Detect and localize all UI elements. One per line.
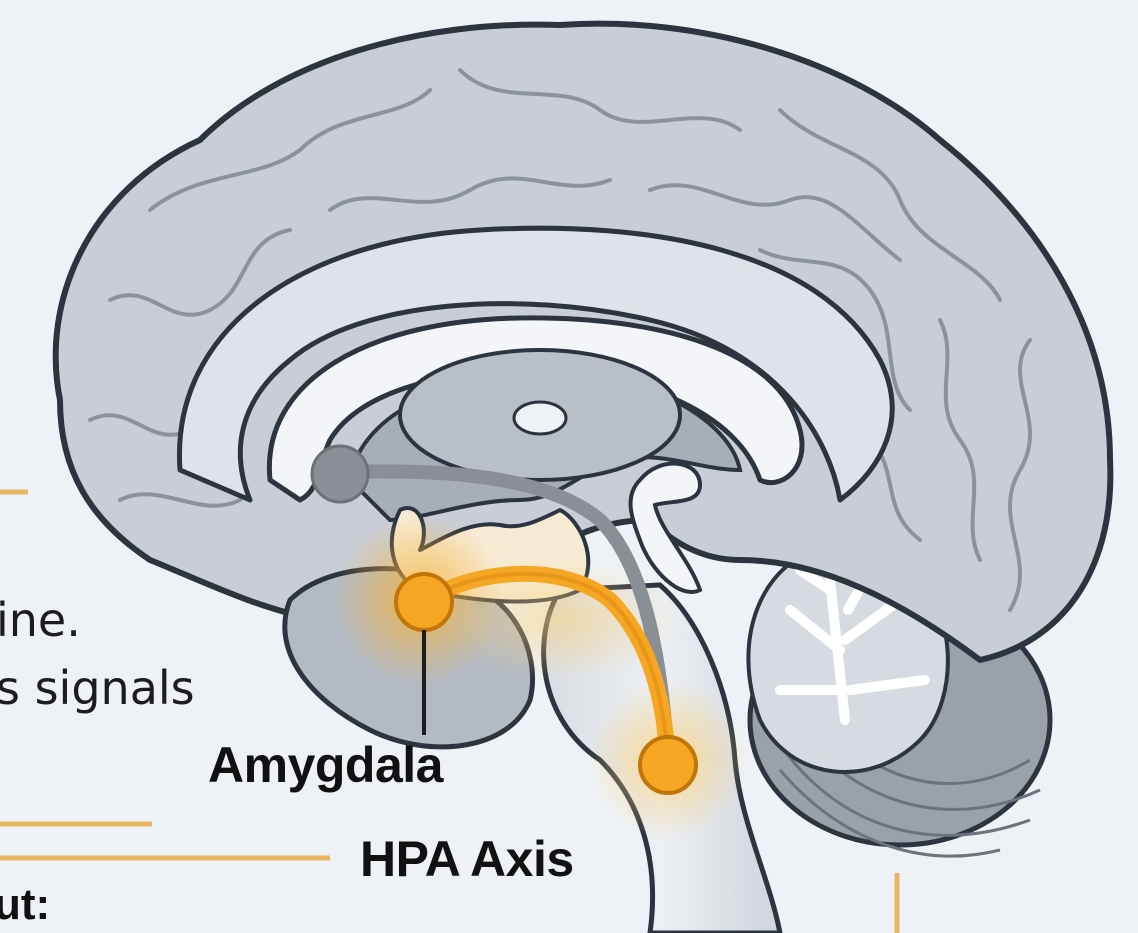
amygdala-node	[396, 574, 452, 630]
gray-node	[312, 446, 368, 502]
interthalamic-adhesion	[514, 402, 566, 434]
fragment-line-2: s signals	[0, 661, 195, 715]
hpa-axis-label: HPA Axis	[360, 830, 574, 888]
hpa-axis-node	[640, 737, 696, 793]
fragment-line-3: ut:	[0, 880, 50, 930]
amygdala-label: Amygdala	[208, 736, 443, 794]
fragment-line-1: ine.	[0, 593, 81, 647]
